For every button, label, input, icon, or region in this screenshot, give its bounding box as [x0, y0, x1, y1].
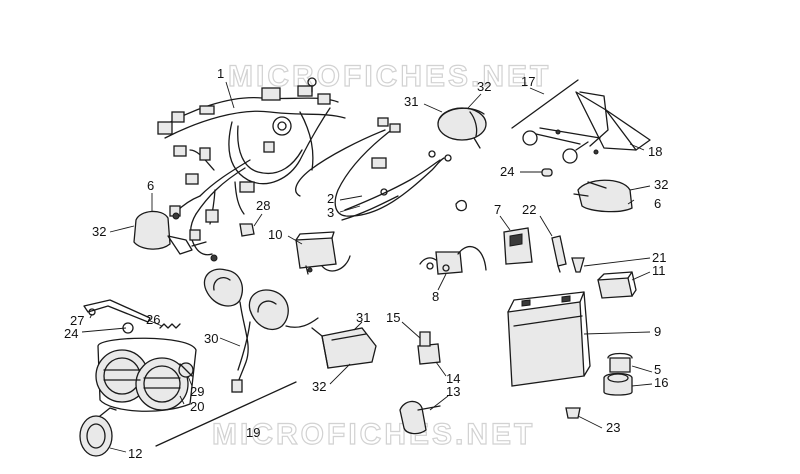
callout-32-turn-signal-upper: 32 [477, 79, 491, 94]
callout-32-turn-signal-left: 32 [92, 224, 106, 239]
callout-15: 15 [386, 310, 400, 325]
callout-26: 26 [146, 312, 160, 327]
callout-24-lower: 24 [64, 326, 78, 341]
battery [507, 291, 591, 387]
spark-plug [551, 235, 567, 273]
clip-small [455, 199, 467, 212]
ignition-coil [295, 231, 351, 275]
cap-21 [571, 257, 585, 273]
relay-7 [503, 227, 533, 265]
bulb-24-upper [541, 168, 553, 177]
watermark-top: MICROFICHES.NET [228, 60, 551, 93]
callout-21: 21 [652, 250, 666, 265]
callout-11: 11 [652, 263, 666, 278]
sensor-8 [419, 245, 487, 275]
callout-17: 17 [521, 74, 535, 89]
cable-set [295, 117, 452, 221]
callout-2: 2 [327, 191, 334, 206]
callout-13: 13 [446, 384, 460, 399]
callout-29: 29 [190, 384, 204, 399]
callout-16: 16 [654, 375, 668, 390]
callout-7: 7 [494, 202, 501, 217]
callout-9: 9 [654, 324, 661, 339]
callout-12: 12 [128, 446, 142, 461]
callout-5: 5 [654, 362, 661, 377]
callout-6-right: 6 [654, 196, 661, 211]
fuse-holder-5 [607, 352, 633, 373]
callout-32-turn-signal-lower: 32 [312, 379, 326, 394]
rubber-16 [603, 372, 633, 396]
callout-8: 8 [432, 289, 439, 304]
callout-labels: 1 32 31 17 18 24 32 6 6 32 28 2 3 10 7 2… [64, 66, 668, 461]
box-11 [597, 271, 637, 299]
main-wiring-harness [157, 77, 346, 262]
callout-6-left: 6 [147, 178, 154, 193]
tail-light-assembly [511, 79, 651, 164]
leader-lines [81, 81, 653, 453]
callout-18: 18 [648, 144, 662, 159]
spring-26 [159, 323, 181, 329]
horn [79, 407, 117, 457]
callout-20: 20 [190, 399, 204, 414]
instrument-units [203, 268, 319, 393]
module-14 [417, 331, 441, 365]
grommet-23 [565, 407, 581, 419]
callout-19: 19 [246, 425, 260, 440]
callout-14: 14 [446, 371, 460, 386]
callout-28: 28 [256, 198, 270, 213]
callout-27: 27 [70, 313, 84, 328]
callout-31-turn-signal-lower: 31 [356, 310, 370, 325]
callout-32-turn-signal-right: 32 [654, 177, 668, 192]
turn-signal-upper [437, 107, 487, 149]
connector-13 [399, 400, 441, 435]
turn-signal-left [133, 210, 207, 255]
callout-30: 30 [204, 331, 218, 346]
clip-28 [239, 223, 255, 237]
turn-signal-lower [311, 327, 377, 369]
turn-signal-right [573, 179, 633, 213]
watermark-bottom: MICROFICHES.NET [212, 418, 535, 451]
bracket-27 [83, 299, 151, 334]
callout-1: 1 [217, 66, 224, 81]
callout-31-turn-signal-upper: 31 [404, 94, 418, 109]
callout-23: 23 [606, 420, 620, 435]
headlight-pair [95, 337, 197, 412]
callout-24-upper: 24 [500, 164, 514, 179]
callout-22: 22 [522, 202, 536, 217]
callout-10: 10 [268, 227, 282, 242]
callout-3: 3 [327, 205, 334, 220]
group-19-bracket [155, 381, 297, 447]
